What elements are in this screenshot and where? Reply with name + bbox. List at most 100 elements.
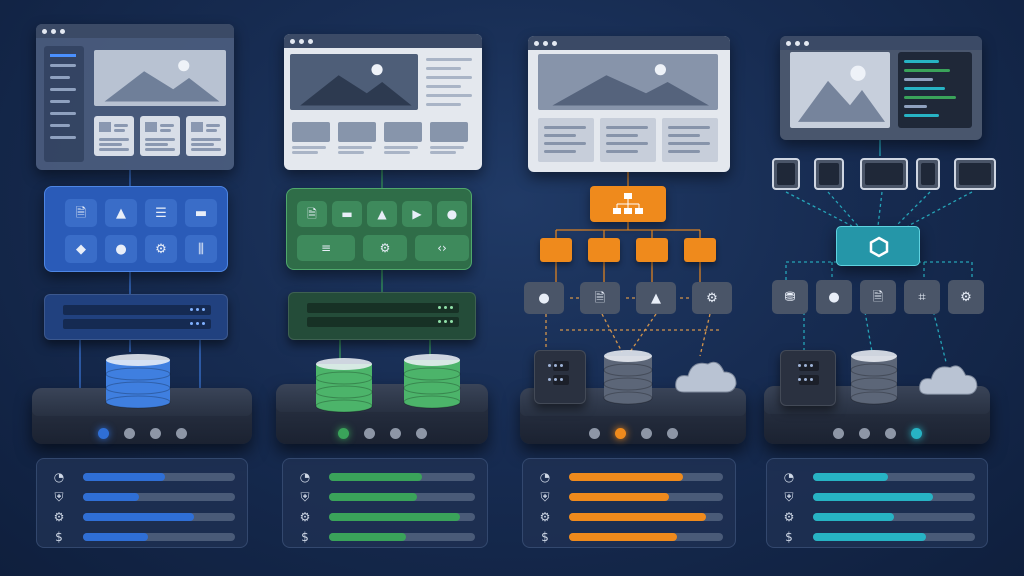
document-icon: 🗎: [307, 207, 317, 221]
gear-icon: ⚙: [539, 510, 551, 524]
metric-track: [813, 473, 975, 481]
card-line: [191, 143, 214, 146]
mountain-shape: [798, 80, 885, 122]
document-icon-tile: 🗎: [580, 282, 620, 314]
metric-track: [569, 533, 723, 541]
node: [613, 208, 621, 214]
image-icon: ▲: [651, 290, 661, 306]
browser-title-bar: [284, 34, 482, 48]
text-lines-icon: ≡: [320, 241, 332, 255]
metric-track: [329, 533, 475, 541]
metrics-panel: ◔⛨⚙$: [522, 458, 736, 548]
status-led: [196, 308, 199, 311]
metric-fill: [813, 533, 927, 541]
database-layer-edge: [403, 381, 461, 395]
text-line: [426, 58, 472, 61]
connector-line: [877, 191, 883, 227]
database-layer-edge: [315, 399, 373, 413]
user-icon: ●: [538, 290, 550, 306]
card-line: [99, 138, 129, 141]
connector-line: [907, 191, 973, 227]
service-node: [540, 238, 572, 262]
metric-track: [813, 513, 975, 521]
code-line: [904, 69, 951, 72]
text-lines-icon-tile: ≡: [297, 235, 355, 261]
window-dot: [290, 38, 295, 44]
device-screen: [921, 163, 935, 185]
sidebar-nav: [44, 46, 84, 162]
gear-icon: ⚙: [299, 510, 311, 524]
metrics-panel: ◔⛨⚙$: [766, 458, 988, 548]
user-icon: ●: [446, 207, 458, 221]
gear-icon: ⚙: [960, 289, 972, 305]
folder-icon: ▬: [341, 207, 353, 221]
tag-icon-tile: ◆: [65, 235, 97, 263]
text-line: [606, 150, 638, 153]
metrics-panel: ◔⛨⚙$: [282, 458, 488, 548]
metric-fill: [569, 533, 677, 541]
sidebar-line: [50, 76, 70, 79]
shield-icon: ⛨: [300, 489, 310, 504]
metric-fill: [329, 533, 407, 541]
text-line: [668, 142, 710, 145]
server-slot: [307, 317, 459, 327]
database-layer-edge: [315, 371, 373, 385]
status-led: [554, 378, 557, 381]
hero-image: [538, 54, 718, 110]
content-card: [538, 118, 594, 162]
document-icon-tile: 🗎: [297, 201, 327, 227]
text-line: [544, 142, 586, 145]
gear-icon: ⚙: [155, 241, 167, 257]
metric-fill: [83, 513, 194, 521]
text-line: [606, 134, 638, 137]
indicator-led: [615, 428, 626, 439]
metric-row: ⚙: [767, 507, 987, 527]
indicator-led: [98, 428, 109, 439]
window-dot: [308, 38, 313, 44]
database-top: [106, 354, 170, 366]
browser-title-bar: [780, 36, 982, 50]
server-unit: [288, 292, 476, 340]
indicator-led: [911, 428, 922, 439]
metric-row: ◔: [283, 467, 487, 487]
status-led: [554, 364, 557, 367]
tablet-icon: [814, 158, 844, 190]
webpage-mockup-microservices: [528, 36, 730, 172]
text-line: [430, 146, 464, 149]
text-line: [426, 67, 461, 70]
metric-row: $: [767, 527, 987, 547]
card-thumb: [145, 122, 157, 132]
metric-track: [569, 473, 723, 481]
mountain-shape: [552, 75, 709, 106]
mountain-shape: [300, 75, 412, 106]
database-icon: [105, 354, 171, 409]
code-line: [904, 114, 939, 117]
user-icon-tile: ●: [105, 235, 137, 263]
window-dot: [42, 28, 47, 34]
metric-track: [813, 533, 975, 541]
module-panel-modular: 🗎▬▲▶●≡⚙‹›: [286, 188, 472, 270]
service-node: [636, 238, 668, 262]
connector-line: [827, 191, 859, 227]
status-led: [548, 364, 551, 367]
vr-headset-icon: [954, 158, 996, 190]
server-slot: [798, 375, 819, 385]
bar-chart-icon-tile: ⫼: [185, 235, 217, 263]
dollar-icon: $: [785, 530, 793, 544]
database-layer-edge: [603, 391, 653, 405]
document-icon: 🗎: [75, 205, 87, 221]
server-slot: [63, 319, 211, 329]
content-card: [140, 116, 180, 156]
service-node: [684, 238, 716, 262]
card-thumb: [99, 122, 111, 132]
text-line: [544, 150, 576, 153]
metric-row: $: [523, 527, 735, 547]
cloud-shape: [675, 361, 737, 393]
server-slot: [798, 361, 819, 371]
cloud-shape: [919, 365, 978, 395]
cart-icon: ⌗: [918, 289, 926, 305]
browser-title-bar: [36, 24, 234, 38]
card-thumb: [191, 122, 203, 132]
